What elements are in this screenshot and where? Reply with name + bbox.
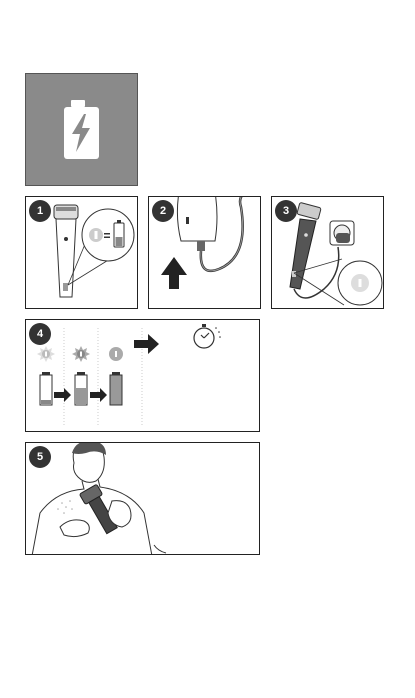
step-5-panel: 5 — [25, 442, 260, 555]
arrow-right-icon — [54, 388, 71, 402]
arrow-right-icon — [134, 334, 159, 354]
step-4-panel: 4 — [25, 319, 260, 432]
timer-icon — [194, 324, 221, 348]
arrow-up-icon — [161, 257, 187, 289]
step-3-badge: 3 — [275, 200, 297, 222]
step-2-badge: 2 — [152, 200, 174, 222]
step-5-badge: 5 — [29, 446, 51, 468]
indicator-blinking-2-icon — [72, 346, 90, 362]
step-3-panel: 3 — [271, 196, 384, 309]
body-shaving-illustration — [26, 443, 260, 555]
arrow-right-icon — [90, 388, 107, 402]
step-1-badge: 1 — [29, 200, 51, 222]
indicator-blinking-1-icon — [37, 346, 55, 362]
step-1-panel: 1 — [25, 196, 138, 309]
charging-hero-panel — [25, 73, 138, 186]
charging-progress-illustration — [26, 320, 260, 432]
step-4-badge: 4 — [29, 323, 51, 345]
step-2-panel: 2 — [148, 196, 261, 309]
indicator-solid-icon — [109, 347, 123, 361]
battery-charging-icon — [26, 74, 139, 187]
